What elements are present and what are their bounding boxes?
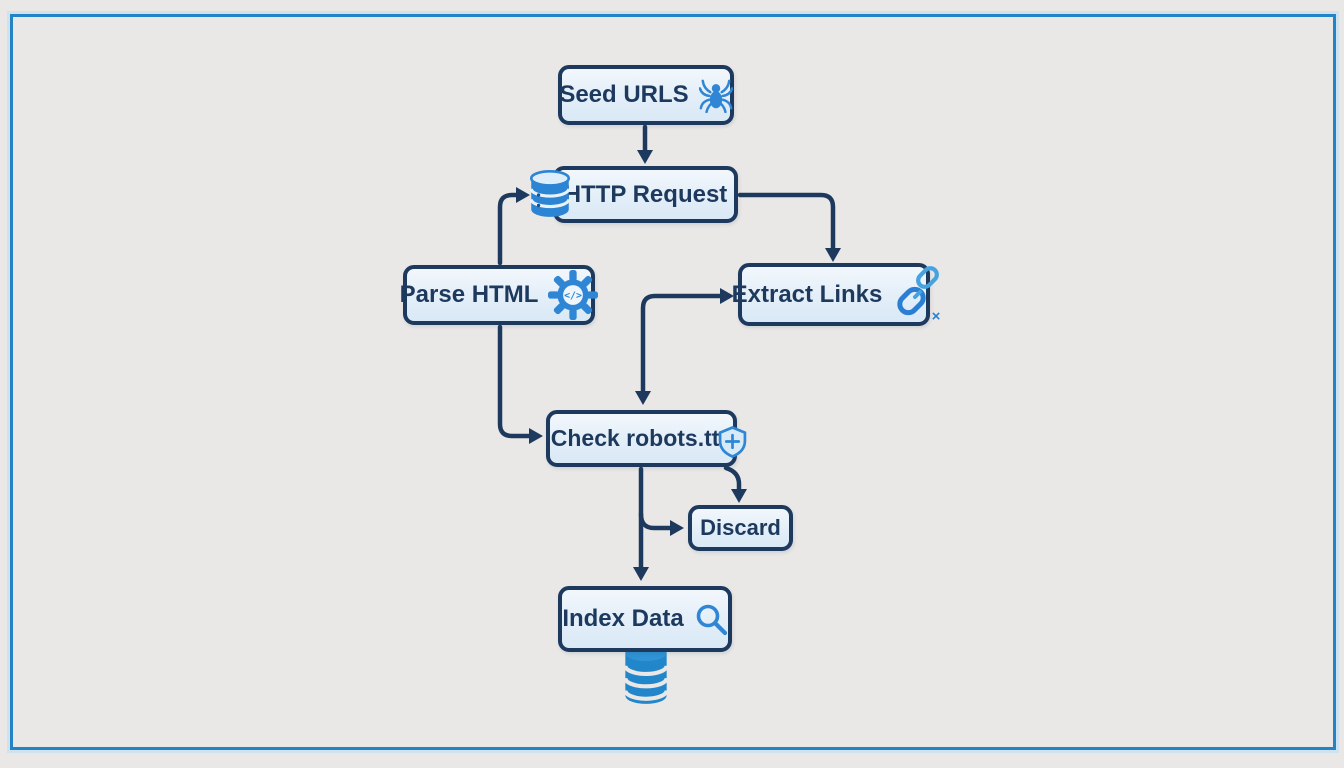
node-seed-urls-label: Seed URLS (559, 81, 689, 108)
node-discard-label: Discard (700, 515, 781, 540)
node-discard: Discard (688, 505, 793, 551)
gear-code-icon: </> (548, 270, 599, 320)
edge-http-to-extract (737, 192, 836, 252)
edge-robots-to-discard-top (723, 465, 742, 493)
edge-branch-to-discard-left (638, 511, 674, 531)
node-parse-html: Parse HTML </> (399, 265, 599, 325)
node-http-request-label: HTTP Request (563, 180, 728, 208)
edge-junction-extract-robots (640, 293, 724, 395)
node-http-request: HTTP Request (553, 166, 738, 223)
arrowheads (516, 150, 841, 581)
node-index-data-label: Index Data (562, 605, 684, 632)
search-icon (694, 602, 728, 636)
node-seed-urls: Seed URLS (558, 65, 734, 125)
node-index-data: Index Data (558, 586, 732, 652)
spider-icon (698, 77, 733, 113)
storage-database-icon (619, 644, 673, 711)
edge-parse-to-http (497, 192, 520, 266)
svg-text:×: × (932, 308, 941, 324)
node-check-robots-label: Check robots.ttx (550, 425, 733, 451)
node-extract-links: Extract Links × (732, 263, 941, 326)
svg-text:</>: </> (564, 291, 582, 302)
node-parse-html-label: Parse HTML (399, 281, 539, 308)
shield-icon (718, 426, 747, 458)
node-extract-links-label: Extract Links (731, 280, 883, 308)
edge-parse-to-robots (497, 324, 533, 439)
database-icon (527, 169, 573, 224)
broken-link-icon: × (892, 265, 944, 324)
node-check-robots: Check robots.ttx (546, 410, 747, 467)
